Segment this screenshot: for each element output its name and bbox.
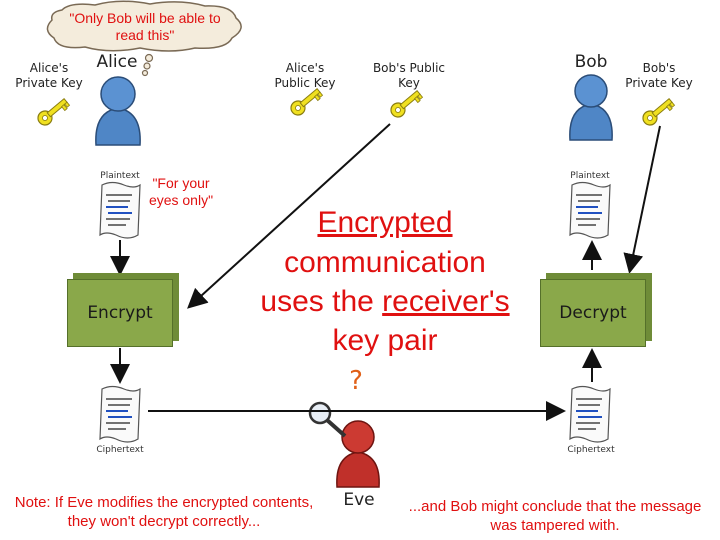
center-line-4: key pair xyxy=(332,324,438,357)
decrypt-label: Decrypt xyxy=(559,303,627,323)
right-plaintext-label: Plaintext xyxy=(570,171,610,181)
encrypt-label: Encrypt xyxy=(87,303,153,323)
alice-private-key-label: Alice's Private Key xyxy=(15,61,83,90)
note-right: ...and Bob might conclude that the messa… xyxy=(408,498,702,534)
bob-private-key-label: Bob's Private Key xyxy=(625,61,693,90)
bob-public-key-label: Bob's Public Key xyxy=(372,61,446,90)
left-plaintext-doc-icon xyxy=(99,181,141,239)
flow-arrows xyxy=(110,123,661,421)
bob-private-key-icon xyxy=(639,94,676,129)
center-line-1: Encrypted xyxy=(317,206,453,239)
center-line-3: uses the receiver's xyxy=(200,284,570,320)
thought-bubble-text: "Only Bob will be able to read this" xyxy=(69,10,221,43)
bob-person-icon xyxy=(569,74,613,141)
thought-bubble-shape xyxy=(46,0,242,77)
left-plaintext-label: Plaintext xyxy=(100,171,140,181)
center-line-3-prefix: uses the xyxy=(260,285,383,318)
magnifier-icon xyxy=(308,401,347,438)
left-ciphertext-label: Ciphertext xyxy=(96,445,144,455)
alice-public-key-label: Alice's Public Key xyxy=(274,61,336,90)
right-ciphertext-doc-icon xyxy=(569,385,611,443)
encrypt-box: Encrypt xyxy=(67,279,173,347)
alice-person-icon xyxy=(95,76,141,146)
decrypt-box: Decrypt xyxy=(540,279,646,347)
left-ciphertext-doc-icon xyxy=(99,385,141,443)
center-line-2: communication xyxy=(284,246,486,279)
eve-person-icon xyxy=(336,420,380,488)
note-left: Note: If Eve modifies the encrypted cont… xyxy=(14,494,314,530)
alice-name: Alice xyxy=(96,52,138,72)
right-plaintext-doc-icon xyxy=(569,181,611,239)
alice-private-key-icon xyxy=(34,94,71,129)
center-line-3-underlined: receiver's xyxy=(382,285,510,318)
bob-public-key-icon xyxy=(387,86,424,121)
right-ciphertext-label: Ciphertext xyxy=(567,445,615,455)
eve-name: Eve xyxy=(343,490,375,510)
secret-message-text: "For your eyes only" xyxy=(148,175,214,208)
bob-name: Bob xyxy=(574,52,608,72)
question-mark: ? xyxy=(349,366,363,396)
